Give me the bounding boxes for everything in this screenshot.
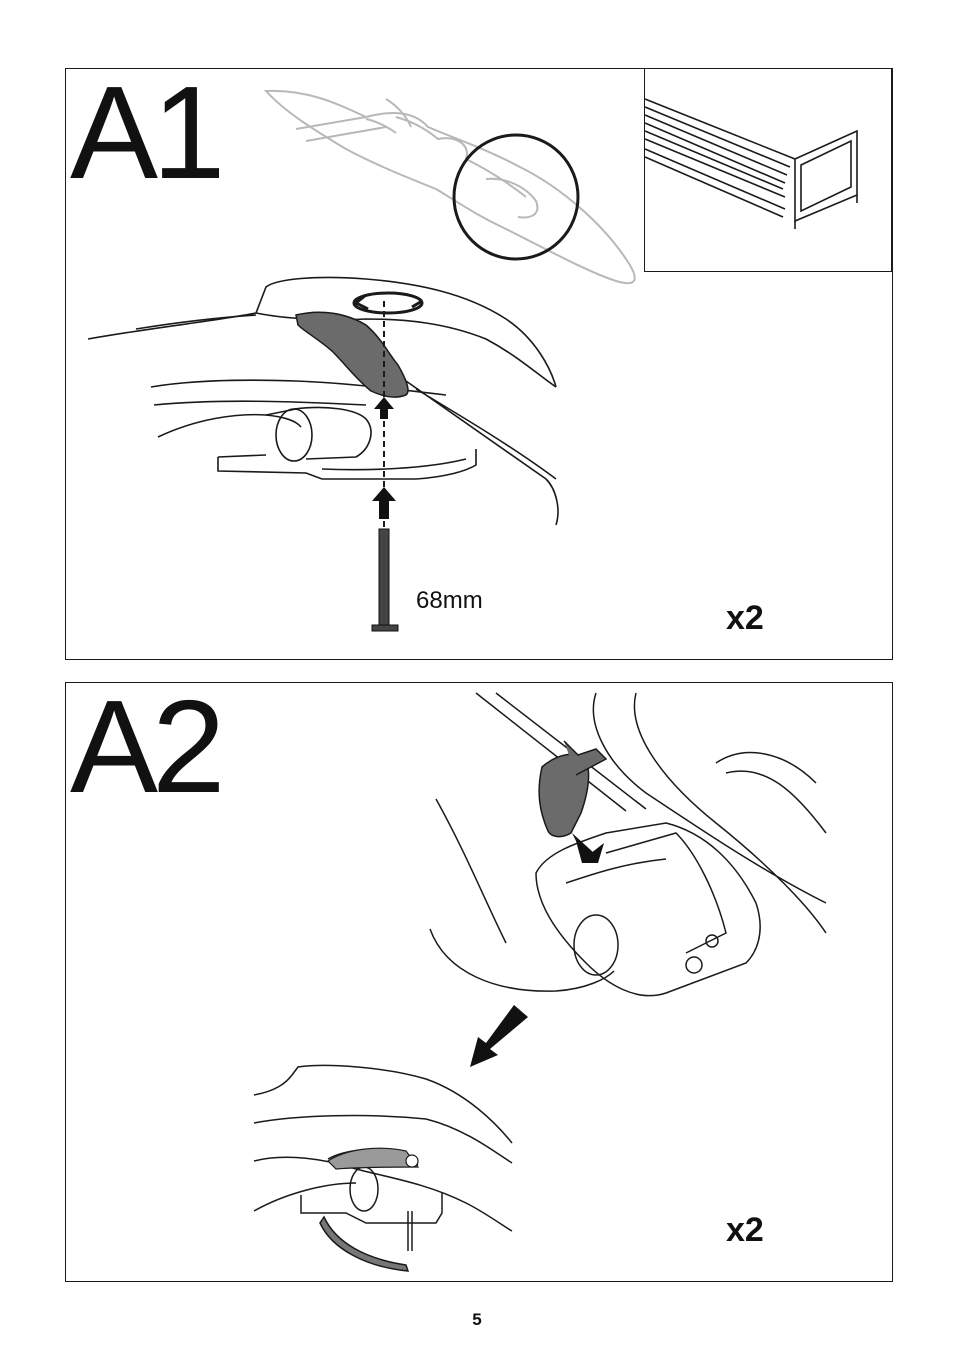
- rotate-arrow-icon: [354, 293, 422, 313]
- bar-profile-illustration: [645, 69, 891, 271]
- hand-with-key-illustration: [266, 91, 635, 283]
- insert-arrow-icon: [572, 833, 604, 863]
- page-number: 5: [0, 1310, 954, 1330]
- up-arrow-icon: [372, 397, 396, 519]
- step-label: A2: [70, 682, 219, 813]
- bar-foot-closeup-illustration: [430, 693, 826, 996]
- bar-profile-inset: [644, 68, 892, 272]
- quantity-label: x2: [726, 1211, 764, 1250]
- measurement-label: 68mm: [416, 587, 483, 615]
- hex-key-tool: [372, 529, 398, 631]
- assembled-clip-part: [328, 1148, 418, 1169]
- step-label: A1: [70, 68, 219, 199]
- magnifier-circle: [454, 135, 578, 259]
- down-left-arrow-icon: [470, 1005, 528, 1067]
- step-a2-panel: A2 x2: [65, 682, 893, 1282]
- step-a1-panel: A1 68mm x2: [65, 68, 893, 660]
- quantity-label: x2: [726, 599, 764, 638]
- assembled-foot-illustration: [254, 1066, 512, 1272]
